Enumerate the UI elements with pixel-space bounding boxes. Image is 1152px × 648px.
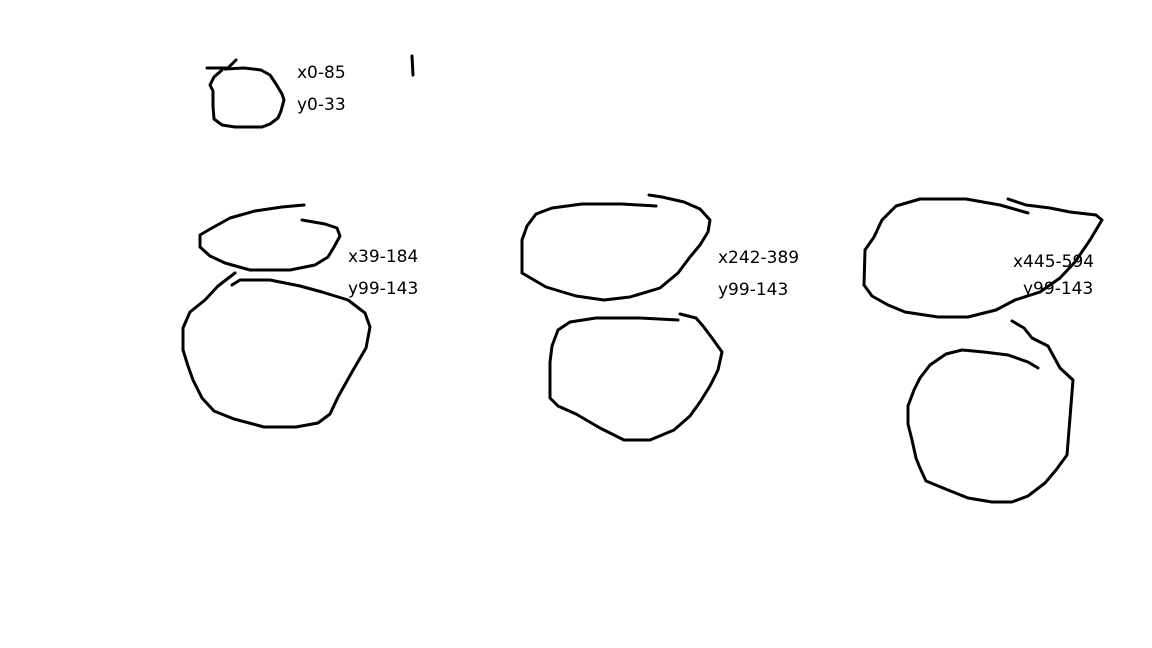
right-top-shape — [862, 197, 1104, 319]
left-shape-group: x39-184 y99-143 — [181, 203, 418, 429]
right-bottom-shape — [906, 319, 1075, 504]
right-x-label: x445-594 — [1013, 252, 1094, 272]
middle-shape-group: x242-389 y99-143 — [520, 193, 799, 442]
middle-x-label: x242-389 — [718, 248, 799, 268]
small-shape-group: x0-85 y0-33 — [205, 54, 415, 129]
small-shape-tick — [205, 58, 238, 70]
left-top-shape — [198, 203, 342, 272]
left-bottom-shape — [181, 271, 372, 429]
middle-bottom-shape — [548, 312, 724, 442]
left-x-label: x39-184 — [348, 247, 418, 267]
small-shape-x-label: x0-85 — [297, 63, 346, 83]
middle-top-shape — [520, 193, 712, 302]
middle-y-label: y99-143 — [718, 280, 788, 300]
left-y-label: y99-143 — [348, 279, 418, 299]
small-shape-outline — [208, 66, 286, 129]
right-shape-group: x445-594 y99-143 — [862, 197, 1104, 504]
small-shape-y-label: y0-33 — [297, 95, 346, 115]
cursor-mark — [410, 54, 415, 77]
right-y-label: y99-143 — [1023, 279, 1093, 299]
